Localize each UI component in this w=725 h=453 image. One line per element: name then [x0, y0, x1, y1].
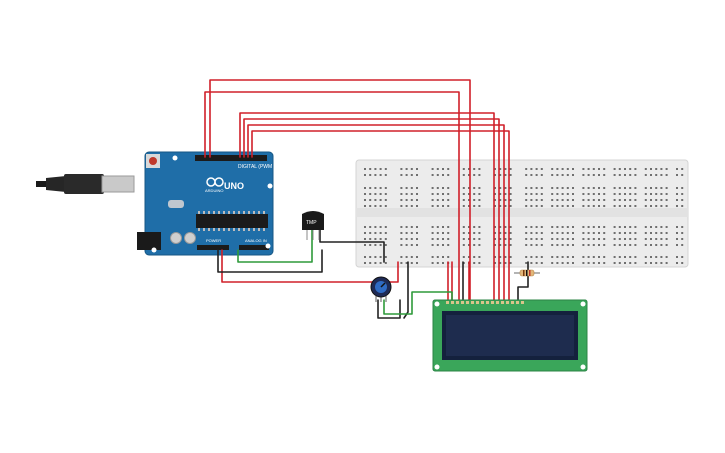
- sensor-label: TMP: [306, 220, 317, 226]
- power-label: POWER: [206, 238, 221, 243]
- uno-logo-text: UNO: [224, 181, 244, 191]
- potentiometer[interactable]: [370, 276, 392, 302]
- temperature-sensor[interactable]: TMP: [302, 211, 324, 240]
- green-wires[interactable]: [237, 229, 453, 315]
- breadboard[interactable]: [355, 159, 689, 268]
- infinity-logo-icon: [206, 177, 224, 187]
- breadboard-holes: [364, 168, 684, 264]
- digital-header: [195, 155, 267, 161]
- resistor[interactable]: [514, 269, 540, 277]
- analog-header: [239, 245, 269, 250]
- microcontroller-chip: [196, 214, 268, 228]
- potentiometer-knob-icon: [380, 282, 386, 288]
- wires[interactable]: [204, 79, 529, 319]
- digital-label: DIGITAL (PWM ~): [238, 164, 278, 170]
- red-wires[interactable]: [204, 79, 510, 301]
- arduino-board[interactable]: DIGITAL (PWM ~) UNO ARDUINO POWER ANALOG…: [137, 151, 278, 256]
- lcd-display[interactable]: [432, 299, 588, 372]
- arduino-brand-text: ARDUINO: [205, 188, 223, 193]
- lcd-pin-header: [446, 301, 524, 304]
- analog-label: ANALOG IN: [245, 238, 267, 243]
- usb-cable: [36, 174, 135, 194]
- lcd-screen: [446, 315, 574, 356]
- power-header: [197, 245, 229, 250]
